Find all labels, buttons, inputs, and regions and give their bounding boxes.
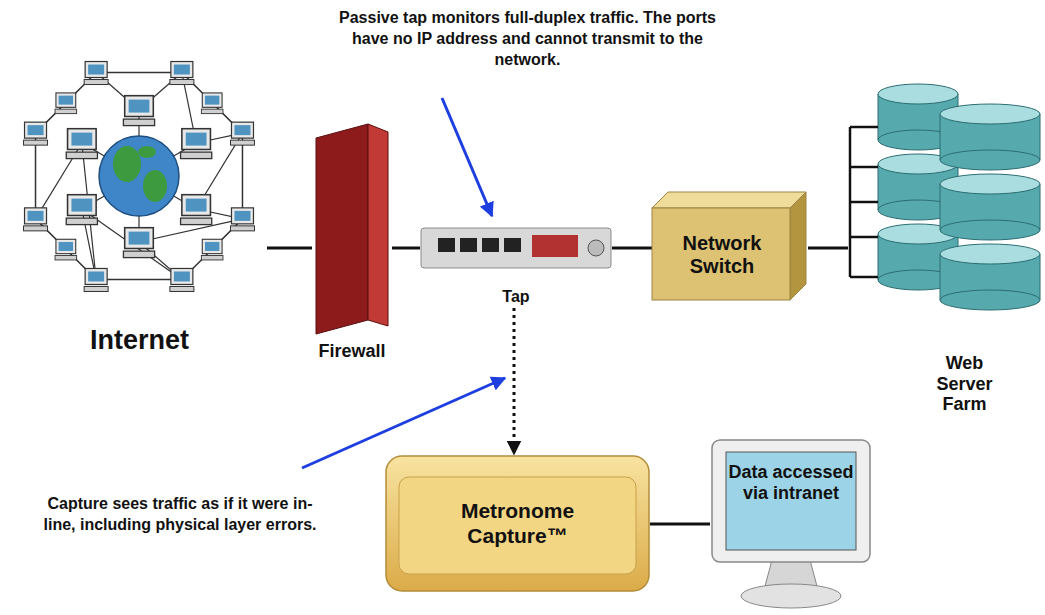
link-line — [612, 247, 652, 250]
leader-arrow — [442, 98, 492, 216]
leader-arrow — [302, 378, 505, 468]
link-line — [808, 247, 848, 250]
node-label: Metronome Capture™ — [443, 499, 593, 547]
link-line — [650, 523, 710, 526]
node-label: Firewall — [312, 341, 392, 362]
switch-box: Network Switch — [652, 192, 808, 302]
capture-feed-arrow — [513, 308, 516, 454]
firewall-wall: Firewall — [312, 120, 392, 362]
callout-note: Passive tap monitors full-duplex traffic… — [330, 8, 725, 70]
network-cloud-art — [12, 48, 267, 356]
node-label: Tap — [486, 288, 546, 306]
server-farm: Web Server Farm — [848, 82, 1043, 415]
node-label: Web Server Farm — [917, 353, 1012, 415]
firewall-wall-art — [312, 120, 392, 362]
server-farm-art — [848, 82, 1043, 415]
monitor-screen: Data accessed via intranet — [710, 438, 872, 612]
capture-box: Metronome Capture™ — [385, 455, 650, 592]
tap-device: Tap — [420, 226, 612, 306]
node-label: Data accessed via intranet — [728, 462, 854, 503]
node-label: Network Switch — [662, 232, 782, 278]
network-cloud: Internet — [12, 48, 267, 356]
node-label: Internet — [15, 325, 265, 356]
link-line — [392, 247, 420, 250]
callout-note: Capture sees traffic as if it were in-li… — [40, 494, 320, 536]
link-line — [267, 247, 312, 250]
